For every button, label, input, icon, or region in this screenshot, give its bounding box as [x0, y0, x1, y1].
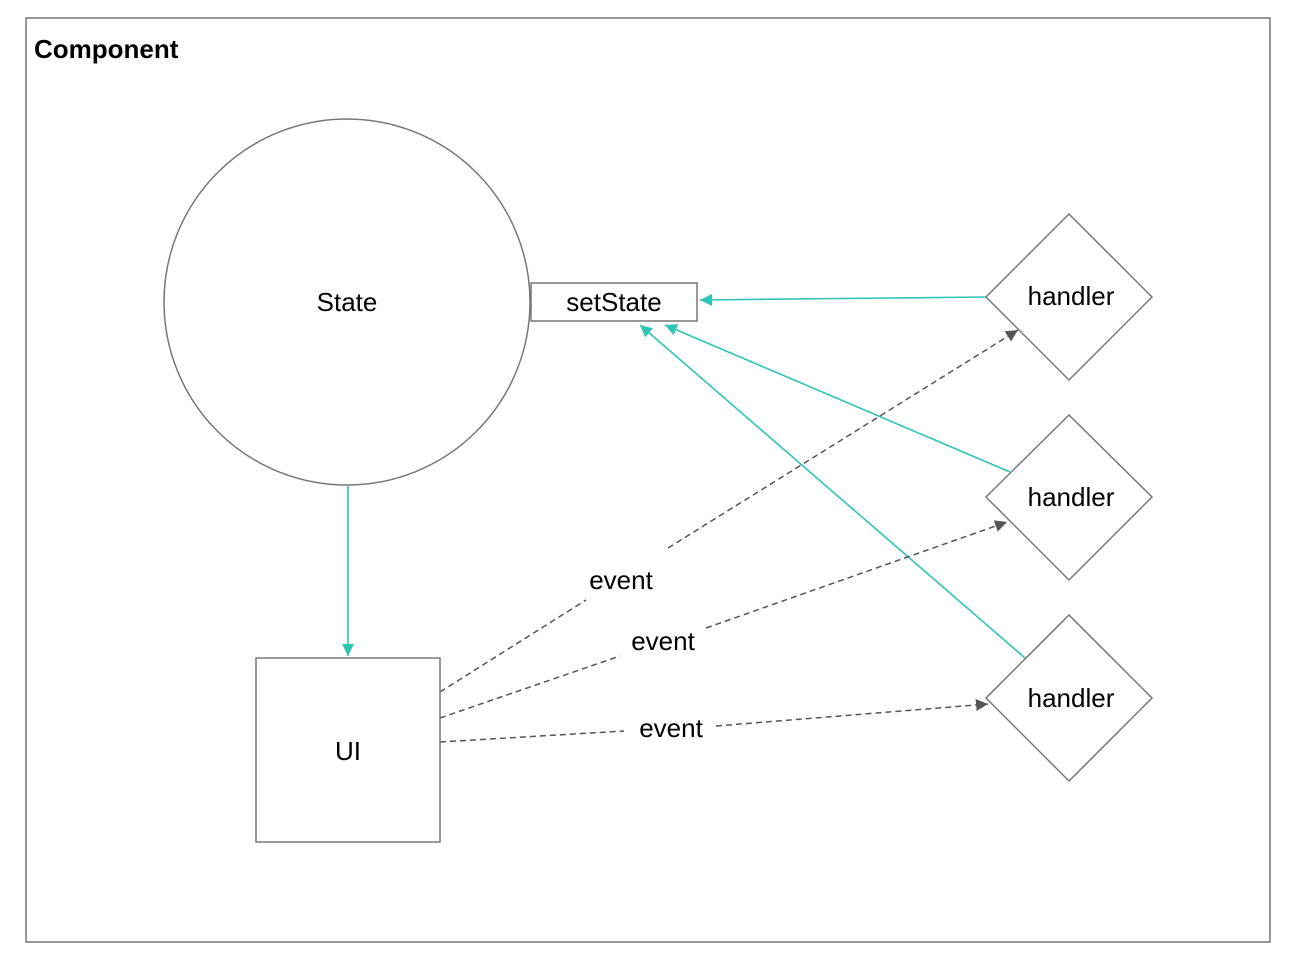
ui-label: UI: [335, 736, 361, 766]
ui-node: UI: [255, 657, 441, 843]
container-title: Component: [34, 34, 179, 64]
handler-label-1: handler: [1028, 281, 1115, 311]
setstate-label: setState: [566, 287, 661, 317]
state-label: State: [317, 287, 378, 317]
edge-ui-to-handler-3: [439, 698, 989, 743]
edge-ui-to-handler-1: [439, 329, 1019, 693]
edge-label-event-2: event: [631, 626, 695, 656]
setstate-node: setState: [530, 282, 698, 322]
edge-handler-1-to-setstate: [699, 293, 987, 306]
handler-label-3: handler: [1028, 683, 1115, 713]
edge-handler-2-to-setstate: [664, 324, 1011, 473]
handler-node-1: handler: [984, 212, 1154, 382]
state-node: State: [163, 118, 531, 486]
edge-ui-to-handler-2: [439, 520, 1008, 719]
edge-label-event-1: event: [589, 565, 653, 595]
edge-handler-3-to-setstate: [639, 324, 1026, 659]
edge-label-event-3: event: [639, 713, 703, 743]
handler-label-2: handler: [1028, 482, 1115, 512]
handler-node-3: handler: [984, 613, 1154, 783]
handler-node-2: handler: [984, 413, 1154, 582]
